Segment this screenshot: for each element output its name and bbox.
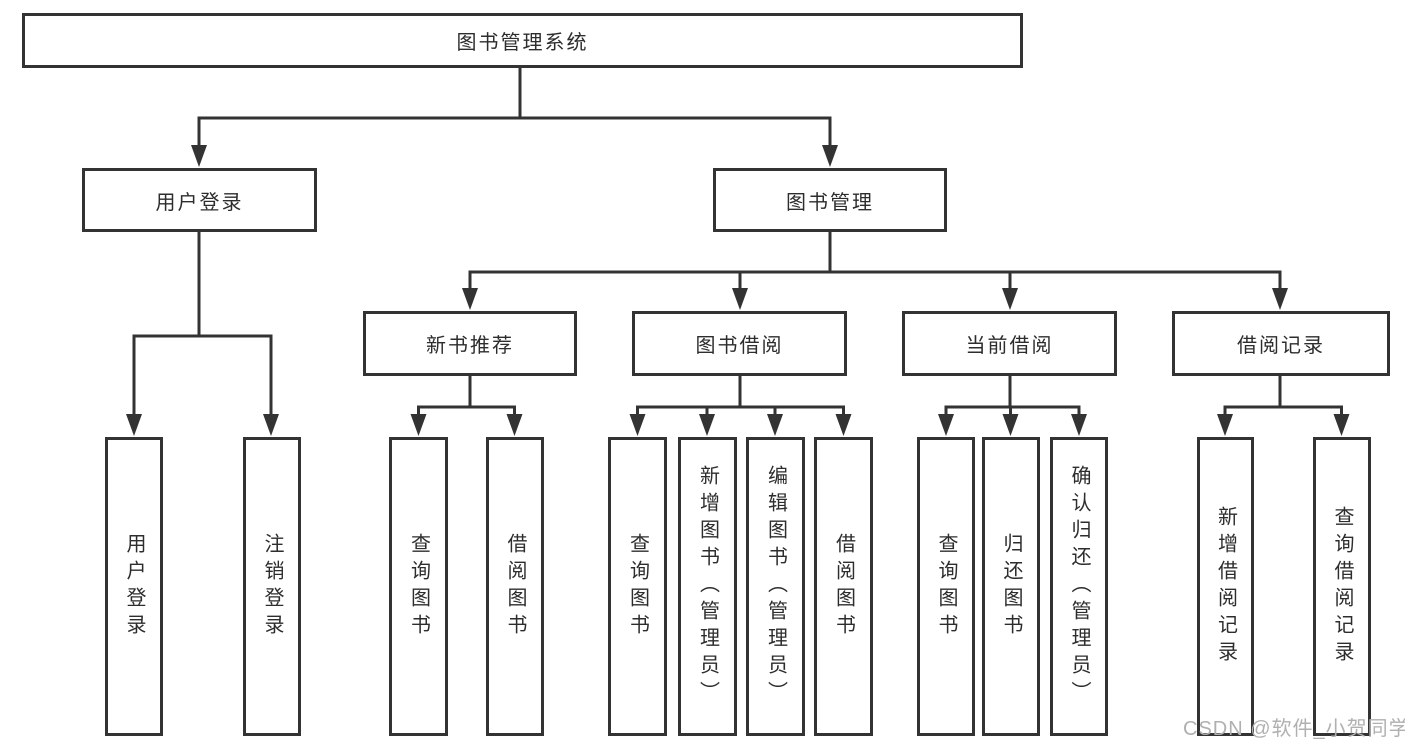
node-book-management-label: 图书管理 — [786, 191, 874, 214]
arrowhead — [410, 414, 427, 436]
node-book-management: 图书管理 — [713, 168, 947, 232]
arrowhead — [629, 414, 646, 436]
leaf-query-borrow-record-label: 查询借阅记录 — [1331, 505, 1353, 668]
node-borrow-records-label: 借阅记录 — [1237, 335, 1325, 357]
leaf-add-book-admin-label: 新增图书（管理员） — [696, 465, 719, 708]
leaf-user-login: 用户登录 — [105, 437, 163, 736]
connector-recommend-children — [417, 376, 516, 415]
arrowhead — [1071, 414, 1087, 436]
connector-root-to-level2 — [197, 67, 832, 146]
leaf-add-borrow-record-label: 新增借阅记录 — [1214, 505, 1237, 668]
node-user-login-label: 用户登录 — [155, 191, 244, 214]
leaf-query-books-current: 查询图书 — [917, 437, 975, 736]
leaf-query-books-borrow: 查询图书 — [608, 437, 667, 736]
leaf-query-books-current-label: 查询图书 — [935, 532, 957, 641]
arrowhead — [1272, 288, 1288, 310]
arrowhead — [822, 145, 838, 167]
leaf-query-books-recommend-label: 查询图书 — [407, 532, 430, 641]
leaf-borrow-books-recommend: 借阅图书 — [486, 437, 544, 736]
arrowhead — [1002, 288, 1018, 310]
leaf-user-login-label: 用户登录 — [123, 532, 145, 641]
leaf-add-borrow-record: 新增借阅记录 — [1197, 437, 1254, 736]
node-current-borrow: 当前借阅 — [902, 311, 1117, 376]
arrowhead — [506, 414, 523, 436]
arrowhead — [938, 414, 954, 436]
connector-book-management-children — [468, 232, 1282, 289]
leaf-query-borrow-record: 查询借阅记录 — [1313, 437, 1371, 736]
leaf-edit-book-admin-label: 编辑图书（管理员） — [764, 465, 787, 708]
arrowhead — [767, 414, 783, 436]
leaf-edit-book-admin: 编辑图书（管理员） — [746, 437, 805, 736]
connector-current-children — [944, 375, 1081, 415]
node-new-book-recommend-label: 新书推荐 — [426, 335, 514, 357]
leaf-return-books-label: 归还图书 — [1000, 532, 1022, 641]
arrowhead — [835, 414, 852, 436]
arrowhead — [1333, 414, 1350, 436]
node-current-borrow-label: 当前借阅 — [965, 335, 1054, 357]
csdn-watermark: CSDN @软件_小贺同学 — [1183, 718, 1405, 740]
leaf-query-books-borrow-label: 查询图书 — [626, 532, 649, 641]
leaf-confirm-return-admin: 确认归还（管理员） — [1050, 437, 1108, 736]
connector-records-children — [1223, 375, 1343, 415]
arrowhead — [1217, 414, 1233, 436]
leaf-logout-label: 注销登录 — [261, 532, 283, 641]
leaf-borrow-books-recommend-label: 借阅图书 — [504, 532, 526, 641]
arrowhead — [263, 414, 279, 436]
arrowhead — [732, 288, 748, 310]
leaf-logout: 注销登录 — [243, 437, 301, 736]
arrowhead — [699, 414, 715, 436]
node-new-book-recommend: 新书推荐 — [363, 311, 577, 376]
arrowhead — [1002, 414, 1019, 436]
node-user-login: 用户登录 — [82, 168, 317, 232]
leaf-borrow-books-borrow-label: 借阅图书 — [832, 532, 855, 641]
connector-user-login-children — [132, 232, 273, 415]
leaf-borrow-books-borrow: 借阅图书 — [814, 437, 873, 736]
node-book-borrow-label: 图书借阅 — [695, 335, 784, 357]
leaf-confirm-return-admin-label: 确认归还（管理员） — [1068, 465, 1090, 708]
node-root: 图书管理系统 — [22, 13, 1023, 68]
node-root-label: 图书管理系统 — [456, 32, 589, 54]
node-book-borrow: 图书借阅 — [632, 311, 847, 376]
leaf-add-book-admin: 新增图书（管理员） — [678, 437, 737, 736]
arrowhead — [462, 288, 478, 310]
node-borrow-records: 借阅记录 — [1172, 311, 1390, 376]
leaf-query-books-recommend: 查询图书 — [389, 437, 448, 736]
arrowhead — [191, 145, 207, 167]
connector-borrow-children — [636, 375, 845, 415]
arrowhead — [126, 414, 142, 436]
leaf-return-books: 归还图书 — [982, 437, 1040, 736]
